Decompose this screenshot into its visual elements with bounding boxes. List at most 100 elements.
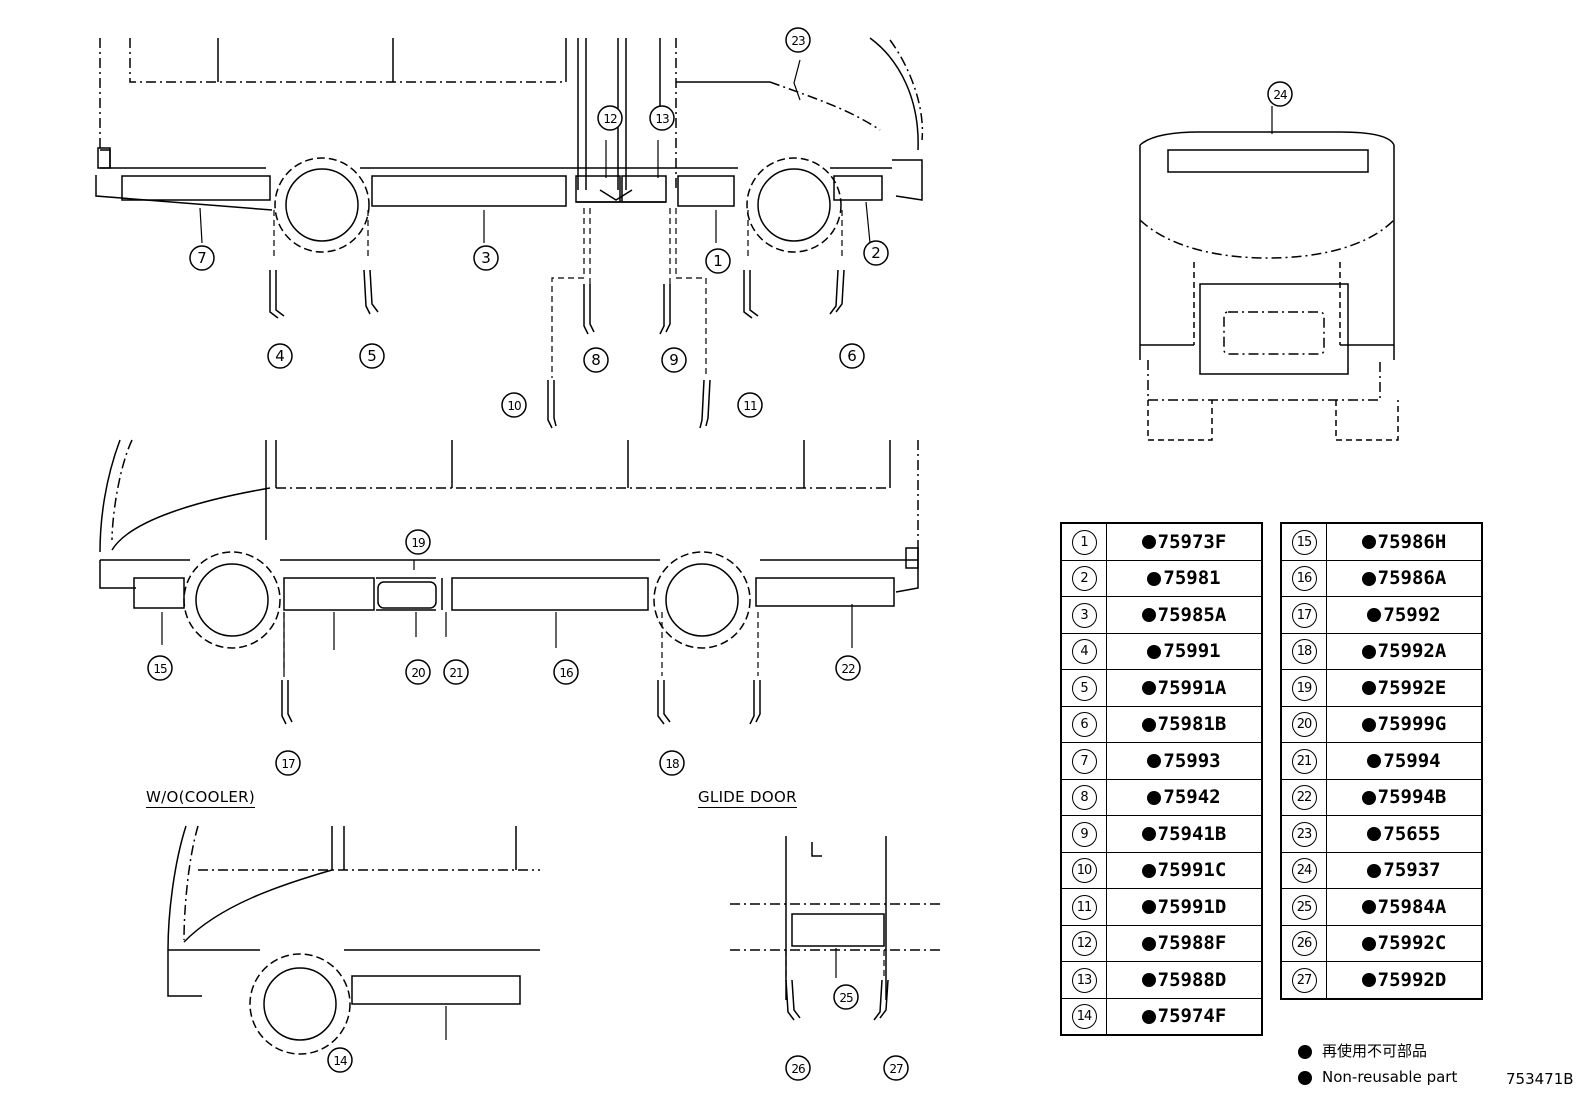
bullet-icon	[1141, 827, 1156, 842]
bullet-icon	[1367, 754, 1382, 769]
callout-label: 19	[411, 536, 425, 550]
part-number-cell: 75973F	[1106, 522, 1263, 561]
part-callout-number: 4	[1060, 632, 1107, 670]
glide-door-view	[730, 836, 940, 1000]
part-number-cell: 75655	[1326, 815, 1483, 853]
callout-7: 7	[189, 245, 215, 271]
bullet-icon	[1367, 608, 1382, 623]
bullet-icon	[1361, 973, 1376, 988]
bullet-icon	[1367, 827, 1382, 842]
parts-row: 1 75973F	[1060, 522, 1263, 561]
part-number-cell: 75992	[1326, 596, 1483, 634]
part-callout-number: 2	[1060, 559, 1107, 597]
part-number-cell: 75942	[1106, 778, 1263, 816]
callout-label: 24	[1273, 88, 1287, 102]
callout-23: 23	[785, 27, 811, 53]
callout-number: 15	[1291, 529, 1317, 555]
part-callout-number: 15	[1280, 522, 1327, 561]
callout-number: 27	[1291, 967, 1317, 993]
callout-9: 9	[661, 347, 687, 373]
callout-number: 3	[1071, 602, 1097, 628]
callout-label: 22	[841, 662, 855, 676]
callout-8: 8	[583, 347, 609, 373]
callout-14: 14	[327, 1047, 353, 1073]
part-number-cell: 75991	[1106, 632, 1263, 670]
bullet-icon	[1147, 790, 1162, 805]
part-number-cell: 75992A	[1326, 632, 1483, 670]
callout-number: 19	[1291, 675, 1317, 701]
legend-en: Non-reusable part	[1298, 1068, 1457, 1086]
part-callout-number: 11	[1060, 888, 1107, 926]
part-callout-number: 5	[1060, 669, 1107, 707]
callout-number: 23	[1291, 821, 1317, 847]
callout-number: 12	[1071, 931, 1097, 957]
part-number: 75981	[1163, 567, 1221, 590]
without-cooler-view	[167, 825, 540, 1055]
callout-label: 23	[791, 34, 805, 48]
parts-row: 23 75655	[1280, 815, 1483, 853]
part-callout-number: 26	[1280, 924, 1327, 962]
callout-number: 2	[1071, 566, 1097, 592]
part-number: 75973F	[1157, 530, 1227, 553]
part-number-cell: 75988D	[1106, 961, 1263, 999]
part-number-cell: 75986H	[1326, 522, 1483, 561]
part-number: 75991A	[1157, 676, 1227, 699]
bullet-icon	[1361, 900, 1376, 915]
callout-number: 4	[1071, 639, 1097, 665]
callout-12: 12	[597, 105, 623, 131]
callout-10: 10	[501, 392, 527, 418]
part-callout-number: 17	[1280, 596, 1327, 634]
callout-number: 8	[1071, 785, 1097, 811]
part-number: 75986H	[1377, 530, 1447, 553]
callout-18: 18	[659, 750, 685, 776]
clip-parts	[269, 269, 889, 1021]
part-number-cell: 75981B	[1106, 705, 1263, 743]
leader-lines	[161, 59, 1273, 1040]
part-number-cell: 75974F	[1106, 997, 1263, 1036]
bullet-icon	[1361, 790, 1376, 805]
bullet-icon	[1298, 1070, 1312, 1085]
part-number-cell: 75991C	[1106, 851, 1263, 889]
part-number: 75981B	[1157, 713, 1227, 736]
part-callout-number: 6	[1060, 705, 1107, 743]
callout-number: 20	[1291, 712, 1317, 738]
parts-row: 5 75991A	[1060, 669, 1263, 707]
part-number: 75991D	[1157, 895, 1227, 918]
parts-row: 3 75985A	[1060, 596, 1263, 634]
bullet-icon	[1141, 863, 1156, 878]
parts-row: 4 75991	[1060, 632, 1263, 670]
callout-number: 1	[1071, 529, 1097, 555]
part-number: 75985A	[1157, 603, 1227, 626]
callout-number: 24	[1291, 858, 1317, 884]
bullet-icon	[1361, 717, 1376, 732]
part-number-cell: 75981	[1106, 559, 1263, 597]
side-view-left	[99, 439, 919, 649]
part-callout-number: 8	[1060, 778, 1107, 816]
part-callout-number: 1	[1060, 522, 1107, 561]
parts-row: 8 75942	[1060, 778, 1263, 816]
callout-1: 1	[705, 248, 731, 274]
part-number-cell: 75999G	[1326, 705, 1483, 743]
part-number: 75999G	[1377, 713, 1447, 736]
bullet-icon	[1361, 535, 1376, 550]
callout-label: 9	[669, 351, 679, 369]
part-number-cell: 75994	[1326, 742, 1483, 780]
bullet-icon	[1141, 681, 1156, 696]
part-callout-number: 25	[1280, 888, 1327, 926]
callout-22: 22	[835, 655, 861, 681]
part-number-cell: 75994B	[1326, 778, 1483, 816]
callout-label: 10	[507, 399, 521, 413]
callout-label: 14	[333, 1054, 347, 1068]
part-number-cell: 75992D	[1326, 961, 1483, 999]
bullet-icon	[1141, 1009, 1156, 1024]
